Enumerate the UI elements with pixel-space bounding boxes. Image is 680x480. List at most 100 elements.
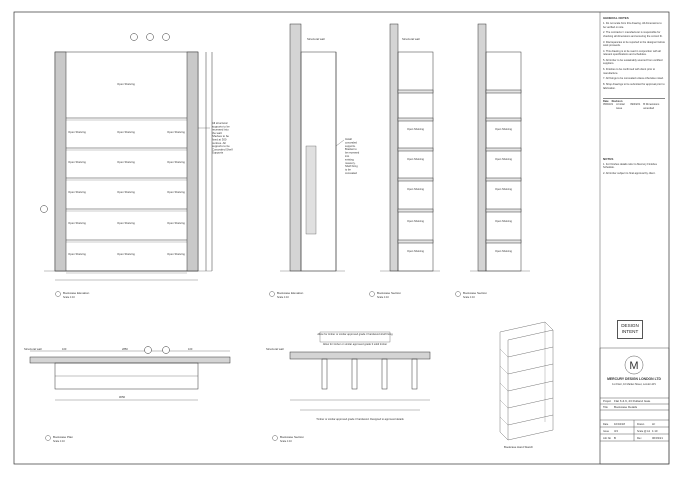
- section-marker-2: [146, 33, 154, 41]
- view-scale-section-c: Scale 1:10: [280, 440, 292, 443]
- general-note-item: 8. Shop drawings to be submitted for app…: [603, 83, 665, 90]
- notes-list: 1. For finishes details refer to Mercury…: [603, 163, 665, 175]
- section-b-wall: [477, 23, 487, 272]
- view-scale-front: Scale 1:10: [63, 296, 75, 299]
- title-value: Bookcase Details: [614, 405, 638, 409]
- front-section-markers: [40, 33, 170, 213]
- view-title-plan: Bookcase Plan: [53, 435, 73, 439]
- section-c-support-3: [381, 358, 388, 390]
- front-left-jamb: [54, 51, 67, 272]
- tb-field-label: Rev: [637, 437, 642, 440]
- title-label: Title: [603, 405, 608, 409]
- tb-field-value: 1:10: [652, 429, 658, 433]
- plan-wall: [29, 356, 231, 364]
- side-note-line: be recessed: [345, 151, 360, 155]
- sketch-shelf-side: [499, 399, 509, 409]
- general-note-item: 1. Do not scale from this drawing. All d…: [603, 22, 662, 29]
- project-value: Flat 6 & 9, 23 Rutland Gate: [614, 399, 651, 403]
- section-b-outline: [485, 51, 522, 272]
- view-titles-row1: Bookcase Elevation Scale 1:10 Bookcase E…: [55, 291, 487, 299]
- sketch-shelf: [507, 346, 554, 358]
- shelf-label: Open Shelving: [117, 190, 135, 194]
- rev-date: 05/03/21: [603, 103, 614, 107]
- section-c-support-2: [351, 358, 358, 390]
- general-note-item: 4. This drawing is to be read in conjunc…: [603, 49, 661, 57]
- tb-field-value: B: [614, 436, 616, 440]
- general-notes-list: 1. Do not scale from this drawing. All d…: [603, 22, 665, 90]
- tb-field-label: Drawn: [637, 423, 645, 426]
- shelf-label: Open Shelving: [495, 187, 513, 191]
- plan-dim-a: 100: [62, 347, 67, 351]
- shelf-label: Open Shelving: [117, 130, 135, 134]
- shelf-label: Open Shelving: [407, 249, 425, 253]
- sheet-border: [13, 11, 670, 465]
- sketch-shelf-side: [499, 382, 509, 392]
- side-note-line: existing: [345, 157, 354, 161]
- view-title-side: Bookcase Elevation: [277, 291, 304, 295]
- shelf-label: Open Shelving: [167, 252, 185, 256]
- section-c-note-box: [319, 331, 391, 343]
- view-scale-side: Scale 1:10: [277, 296, 289, 299]
- title-block: [599, 347, 670, 465]
- shelf-label: Open Shelving: [68, 252, 86, 256]
- sketch-shelf: [507, 397, 554, 409]
- tb-field-value: 06/03/21: [652, 436, 663, 440]
- section-c: [289, 331, 431, 411]
- section-c-support-4: [411, 358, 418, 390]
- section-shelf: [485, 208, 522, 213]
- section-c-wall-label: Structural wall: [266, 347, 284, 351]
- tb-field-value: 3/4: [614, 429, 618, 433]
- side-note-line: masonry.: [345, 161, 356, 165]
- view-title-section-c: Bookcase Section: [280, 435, 304, 439]
- section-shelf: [397, 177, 434, 182]
- note-item: 2. All timber subject to final approval …: [603, 172, 656, 176]
- company-name: MERCURY DESIGN LONDON LTD: [607, 377, 661, 381]
- side-note-line: concealed: [345, 140, 357, 144]
- title-block-frame: [599, 347, 670, 465]
- rev-col-revision: Revision: [611, 99, 623, 103]
- sketch-shelves: [499, 346, 554, 426]
- shelf-label: Open Shelving: [495, 219, 513, 223]
- section-shelf: [485, 177, 522, 182]
- tb-field-label: Issue: [603, 430, 610, 433]
- section-shelf: [485, 239, 522, 244]
- section-marker-3: [162, 33, 170, 41]
- sketch-shelf-side: [499, 416, 509, 426]
- rev-desc: A Initial issue: [616, 103, 625, 110]
- hand-sketch: [499, 321, 554, 441]
- rev-desc: B Dimensions amended: [643, 103, 660, 110]
- shelf-label: Open Shelving: [68, 190, 86, 194]
- shelf-label: Open Shelving: [407, 127, 425, 131]
- company-address: 1st Floor, 10 Market Street, London W1: [612, 383, 656, 386]
- shelf-label: Open Shelving: [407, 187, 425, 191]
- notes-section: NOTES 1. For finishes details refer to M…: [603, 157, 665, 176]
- tb-field-label: Date: [603, 423, 609, 426]
- shelf-label: Open Shelving: [167, 130, 185, 134]
- section-c-note-top: Allow for timber or similar approved gra…: [317, 332, 393, 336]
- shelf-label: Open Shelving: [495, 249, 513, 253]
- side-support-zone: [305, 145, 317, 235]
- tb-field-label: Scale @ A1: [637, 430, 651, 433]
- section-shelf: [485, 117, 522, 122]
- view-scale-section-a: Scale 1:10: [377, 296, 389, 299]
- section-marker-1: [130, 33, 138, 41]
- view-title-section-b: Bookcase Section: [463, 291, 487, 295]
- sketch-top-edge: [507, 329, 554, 341]
- shelf-label: Open Shelving: [117, 160, 135, 164]
- shelf-label: Open Shelving: [167, 160, 185, 164]
- sketch-shelf-side: [499, 365, 509, 375]
- project-label: Project: [603, 399, 611, 403]
- shelf-label: Open Shelving: [407, 219, 425, 223]
- view-title-front: Bookcase Elevation: [63, 291, 90, 295]
- shelf-label: Open Shelving: [495, 127, 513, 131]
- general-note-item: 2. The contractor / manufacturer is resp…: [603, 31, 663, 38]
- side-note-line: Bracket to: [345, 147, 357, 151]
- shelf-label: Open Shelving: [167, 190, 185, 194]
